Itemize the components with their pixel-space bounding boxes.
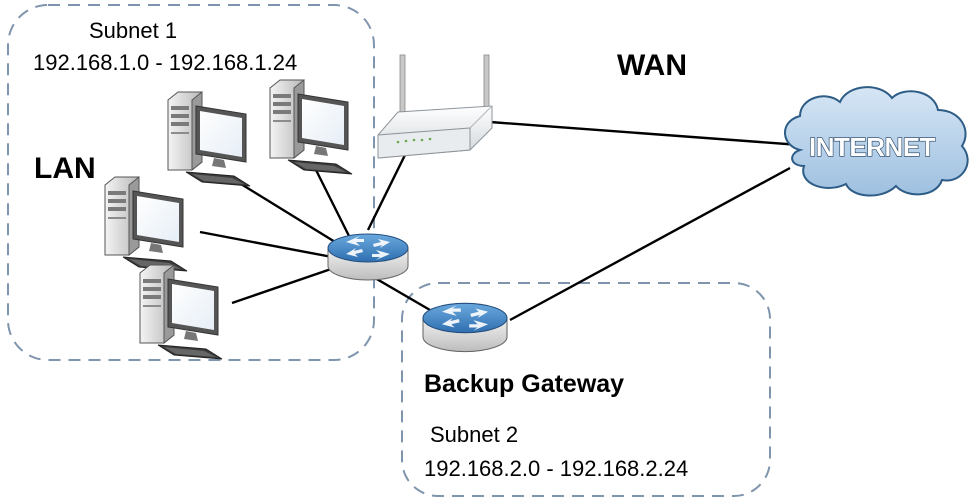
link-router-switch <box>366 154 407 231</box>
internet-cloud-icon: INTERNET <box>784 86 969 197</box>
lan-label: LAN <box>34 152 96 185</box>
connections <box>199 120 801 322</box>
link-router-wan <box>489 120 801 147</box>
link-pc3-switch <box>199 230 333 259</box>
computer-icon <box>139 264 223 360</box>
wan-label: WAN <box>617 49 687 82</box>
subnet1-zone <box>7 4 375 361</box>
link-pc4-switch <box>231 266 335 305</box>
computer-icon <box>104 176 188 272</box>
link-switch-backup <box>374 276 431 312</box>
computer-icon <box>269 79 353 175</box>
computer-icon <box>167 91 251 187</box>
wireless-router-icon <box>377 54 493 159</box>
subnet2-zone <box>401 282 771 497</box>
subnet2-title: Subnet 2 <box>430 422 518 447</box>
lan-switch-icon <box>327 233 409 281</box>
backup-gateway-router-icon <box>422 302 508 353</box>
link-backup-internet <box>509 166 791 322</box>
backup-gateway-label: Backup Gateway <box>424 370 624 398</box>
link-pc1-switch <box>227 174 341 247</box>
subnet1-title: Subnet 1 <box>89 18 177 43</box>
internet-label: INTERNET <box>809 132 936 162</box>
link-pc2-switch <box>310 161 352 239</box>
subnet2-range: 192.168.2.0 - 192.168.2.24 <box>424 456 688 481</box>
subnet1-range: 192.168.1.0 - 192.168.1.24 <box>33 50 297 75</box>
